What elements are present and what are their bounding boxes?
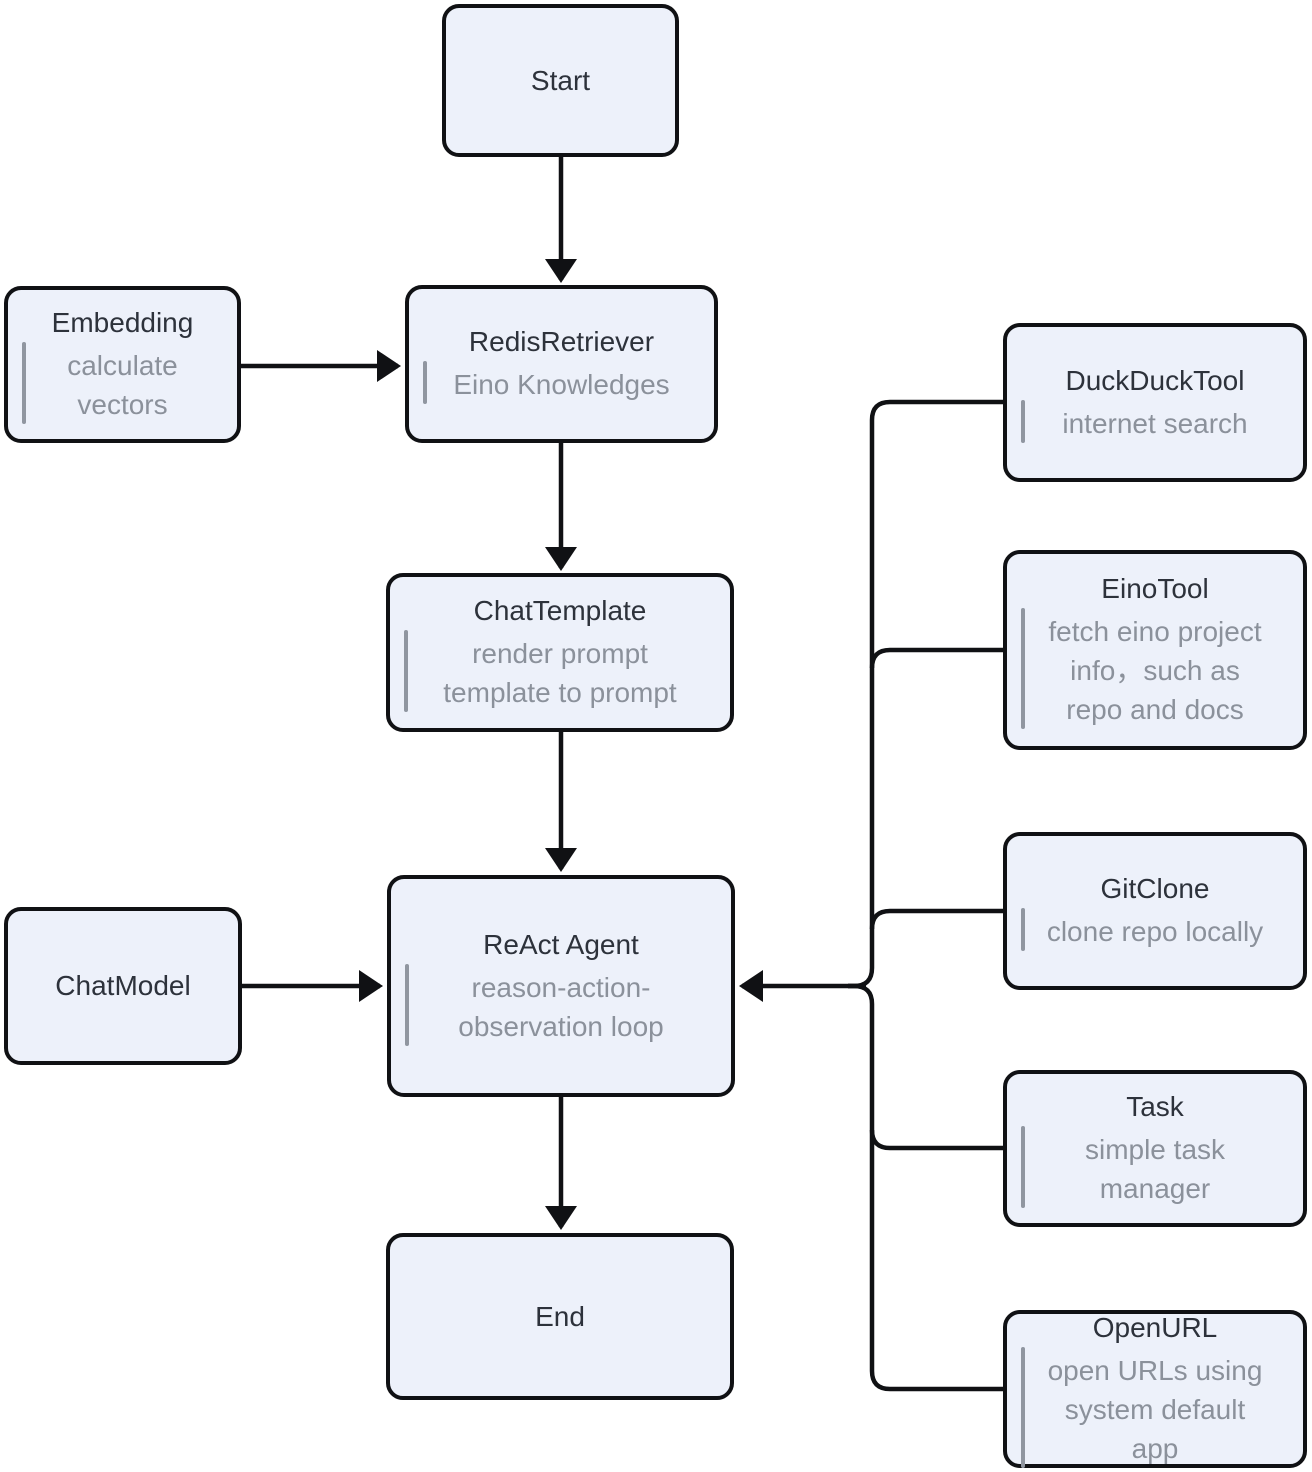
node-title: DuckDuckTool [1065,364,1245,396]
node-subtitle-row: fetch eino project info，such as repo and… [1007,608,1303,729]
subtitle-marker-bar [1021,1126,1025,1208]
subtitle-marker-bar [22,342,26,424]
node-title: RedisRetriever [468,326,655,357]
subtitle-marker-bar [1021,399,1025,443]
subtitle-marker-bar [423,361,427,404]
node-title: Start [530,64,591,96]
node-title: EinoTool [1101,573,1209,604]
node-title: ChatTemplate [473,595,647,626]
edge-openurl-trunk [848,983,1003,1392]
edge-duckducktool-trunk [848,399,1003,989]
node-subtitle-row: simple task manager [1007,1126,1303,1208]
node-chattemplate: ChatTemplate render prompt template to p… [386,573,734,732]
node-end: End [386,1233,734,1400]
node-openurl: OpenURL open URLs using system default a… [1003,1310,1307,1468]
edge-gitclone-trunk [869,908,1003,930]
subtitle-marker-bar [405,963,409,1046]
node-title: ReAct Agent [483,928,639,960]
node-einotool: EinoTool fetch eino project info，such as… [1003,550,1307,750]
edge-einotool-trunk [869,647,1003,669]
node-subtitle-row: calculate vectors [8,342,237,424]
subtitle-marker-bar [1021,608,1025,729]
node-title: ChatModel [55,970,191,1001]
node-duckducktool: DuckDuckTool internet search [1003,323,1307,482]
subtitle-marker-bar [1021,1347,1025,1468]
subtitle-marker-bar [404,630,408,712]
node-gitclone: GitClone clone repo locally [1003,832,1307,990]
node-title: End [535,1300,585,1332]
node-start: Start [442,4,679,157]
node-chatmodel: ChatModel [4,907,242,1065]
node-embedding: Embedding calculate vectors [4,286,241,443]
node-title: Embedding [51,307,194,338]
node-subtitle: internet search [1062,407,1248,439]
node-title: Task [1126,1091,1184,1122]
node-title: GitClone [1100,873,1210,904]
node-subtitle: simple task manager [1084,1134,1226,1204]
node-subtitle: render prompt template to prompt [443,638,677,708]
node-subtitle-row: render prompt template to prompt [390,630,730,712]
node-subtitle: calculate vectors [67,350,178,420]
node-task: Task simple task manager [1003,1070,1307,1227]
node-subtitle-row: clone repo locally [1007,908,1303,951]
node-subtitle: fetch eino project info，such as repo and… [1048,616,1262,725]
node-subtitle: open URLs using system default app [1047,1355,1263,1464]
node-subtitle-row: internet search [1007,399,1303,443]
node-subtitle-row: open URLs using system default app [1007,1347,1303,1468]
node-subtitle: Eino Knowledges [453,369,670,400]
node-reactagent: ReAct Agent reason-action-observation lo… [387,875,735,1097]
edge-task-trunk [869,1129,1003,1151]
subtitle-marker-bar [1021,908,1025,951]
node-subtitle-row: reason-action-observation loop [391,963,731,1046]
node-subtitle-row: Eino Knowledges [409,361,714,404]
node-redisretriever: RedisRetriever Eino Knowledges [405,285,718,443]
node-title: OpenURL [1092,1312,1218,1343]
node-subtitle: reason-action-observation loop [458,971,664,1042]
node-subtitle: clone repo locally [1046,916,1264,947]
